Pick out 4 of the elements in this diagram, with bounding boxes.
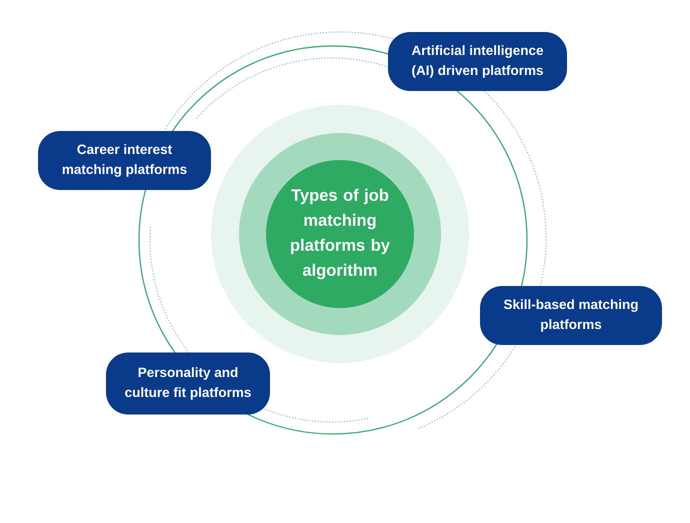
- rounded-box: Career interest matching platforms: [38, 131, 211, 190]
- rounded-box: Artificial intelligence (AI) driven platforms: [388, 32, 567, 91]
- rounded-box: Skill-based matching platforms: [480, 286, 662, 345]
- rounded-box: Personality and culture fit platforms: [106, 352, 270, 414]
